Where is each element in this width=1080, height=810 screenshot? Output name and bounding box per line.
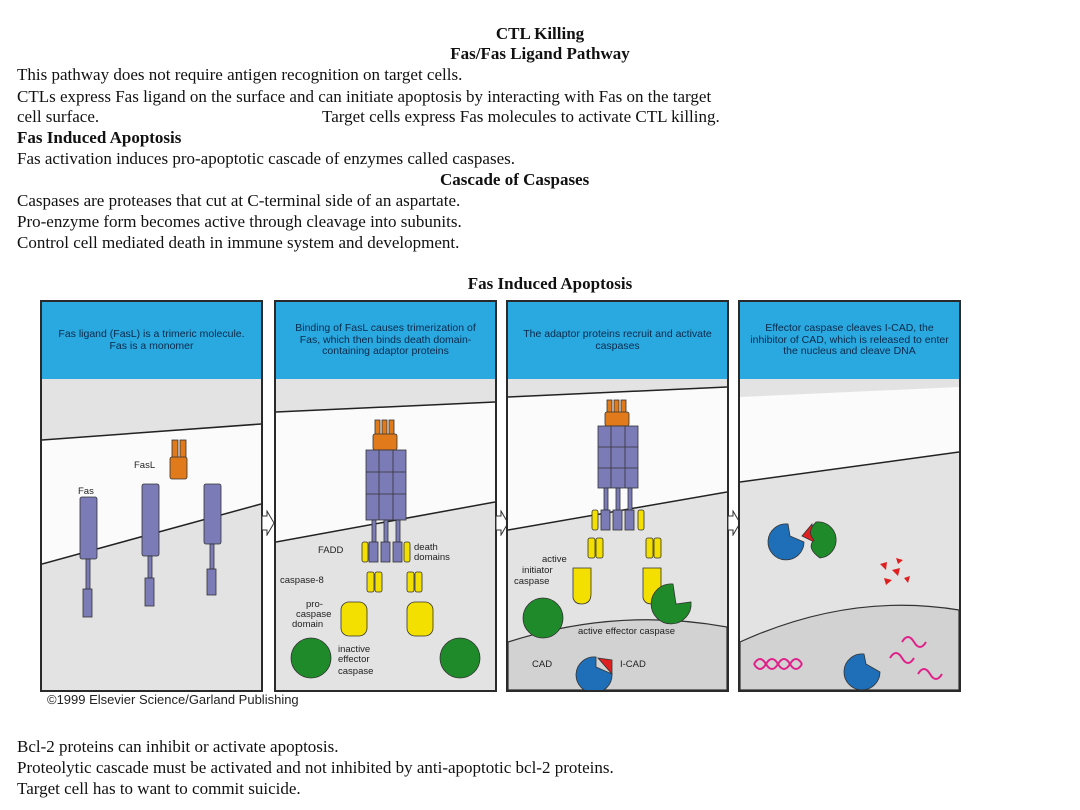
- figure-title: Fas Induced Apoptosis: [467, 274, 633, 293]
- panel-3-header: The adaptor proteins recruit and activat…: [508, 302, 727, 379]
- effector-label: effector: [338, 654, 370, 665]
- fasl-icon: [604, 399, 630, 427]
- panel-3-illustration: active initiator caspase active effector…: [508, 379, 727, 690]
- domain-label: domain: [292, 619, 323, 630]
- cad-label: CAD: [532, 659, 552, 670]
- fadd-label: FADD: [318, 545, 343, 556]
- effector-caspase-icon: [810, 521, 837, 559]
- panel-1-header: Fas ligand (FasL) is a trimeric molecule…: [42, 302, 261, 379]
- bottom-line: Bcl-2 proteins can inhibit or activate a…: [17, 737, 339, 756]
- arrow-right-icon: [261, 510, 275, 536]
- death-label: death: [414, 542, 438, 553]
- icad-label: I-CAD: [620, 659, 646, 670]
- cascade-line: Pro-enzyme form becomes active through c…: [17, 212, 462, 231]
- domains-label: domains: [414, 552, 450, 563]
- paragraph-2-line-2b: Target cells express Fas molecules to ac…: [322, 107, 720, 126]
- cascade-line: Control cell mediated death in immune sy…: [17, 233, 460, 252]
- panel-4-header: Effector caspase cleaves I-CAD, the inhi…: [740, 302, 959, 379]
- active-effector-caspase-icon: [650, 583, 692, 625]
- dna-icon: [753, 636, 943, 680]
- paragraph-1: This pathway does not require antigen re…: [17, 65, 463, 84]
- icad-icon: [596, 657, 613, 676]
- pro-label: pro-: [306, 599, 323, 610]
- fas-label: Fas: [78, 486, 94, 497]
- panel-1-illustration: FasL Fas: [42, 379, 261, 690]
- inactive-effector-caspase-icon: [439, 637, 481, 679]
- fas-receptor-icon: [79, 483, 222, 618]
- bottom-line: Target cell has to want to commit suicid…: [17, 779, 301, 798]
- figure-caption: ©1999 Elsevier Science/Garland Publishin…: [47, 692, 299, 707]
- inactive-effector-caspase-icon: [290, 637, 332, 679]
- figure-panel-4: Effector caspase cleaves I-CAD, the inhi…: [738, 300, 961, 692]
- fas-apoptosis-figure: FasL Fas Fas ligand (FasL) is a trimeric…: [40, 300, 961, 692]
- cad-icon: [575, 656, 613, 690]
- arrow-right-icon: [727, 510, 741, 536]
- page-subtitle: Fas/Fas Ligand Pathway: [450, 44, 630, 63]
- fas-trimer-icon: [365, 449, 407, 563]
- fasl-icon: [372, 419, 398, 451]
- fadd-adaptor-icon: [340, 541, 434, 637]
- caspase-label: caspase: [338, 666, 373, 677]
- bottom-line: Proteolytic cascade must be activated an…: [17, 758, 614, 777]
- caspase-label: caspase: [514, 576, 549, 587]
- adaptor-icon: [572, 509, 662, 605]
- section-heading: Fas Induced Apoptosis: [17, 128, 182, 147]
- icad-fragments-icon: [880, 558, 910, 585]
- figure-panel-1: FasL Fas Fas ligand (FasL) is a trimeric…: [40, 300, 263, 692]
- page-title: CTL Killing: [495, 24, 585, 43]
- active-effector-label: active effector caspase: [578, 626, 675, 637]
- fasl-icon: [169, 439, 188, 480]
- figure-panel-2: FADD death domains caspase-8 pro- caspas…: [274, 300, 497, 692]
- arrow-right-icon: [495, 510, 509, 536]
- fasl-label: FasL: [134, 460, 155, 471]
- paragraph-2-line-2a: cell surface.: [17, 107, 100, 126]
- caspase8-label: caspase-8: [280, 575, 324, 586]
- cad-icon: [843, 653, 881, 690]
- initiator-label: initiator: [522, 565, 553, 576]
- cad-icon: [767, 523, 805, 561]
- panel-2-illustration: FADD death domains caspase-8 pro- caspas…: [276, 379, 495, 690]
- panel-4-illustration: [740, 379, 959, 690]
- active-label: active: [542, 554, 567, 565]
- cascade-heading: Cascade of Caspases: [440, 170, 590, 189]
- paragraph-2-line-1: CTLs express Fas ligand on the surface a…: [17, 87, 712, 106]
- active-initiator-caspase-icon: [522, 597, 564, 639]
- fas-trimer-icon: [597, 425, 639, 531]
- caspase-label: caspase: [296, 609, 331, 620]
- paragraph-3: Fas activation induces pro-apoptotic cas…: [17, 149, 515, 168]
- figure-panel-3: active initiator caspase active effector…: [506, 300, 729, 692]
- panel-2-header: Binding of FasL causes trimerization of …: [276, 302, 495, 379]
- cascade-line: Caspases are proteases that cut at C-ter…: [17, 191, 461, 210]
- inactive-label: inactive: [338, 644, 370, 655]
